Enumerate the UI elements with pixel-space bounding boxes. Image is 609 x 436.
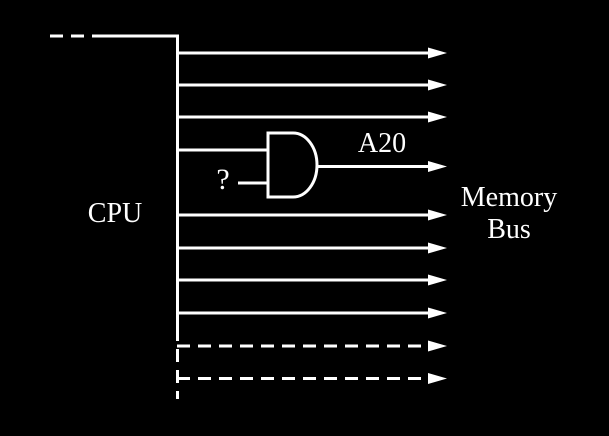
arrowhead-icon bbox=[428, 47, 447, 59]
arrowhead-icon bbox=[428, 111, 447, 123]
address-line-2 bbox=[177, 79, 447, 91]
arrowhead-icon bbox=[428, 373, 447, 384]
arrowhead-icon bbox=[428, 340, 447, 352]
address-line-8 bbox=[177, 307, 447, 319]
arrowhead-icon bbox=[428, 79, 447, 91]
question-mark-label: ? bbox=[216, 163, 230, 196]
address-line-9-dashed bbox=[177, 340, 447, 352]
a20-output-line bbox=[317, 161, 447, 172]
arrowhead-icon bbox=[428, 161, 447, 172]
cpu-label: CPU bbox=[87, 198, 143, 229]
address-line-7 bbox=[177, 274, 447, 286]
arrowhead-icon bbox=[428, 209, 447, 221]
memory-bus-label-2: Bus bbox=[487, 214, 531, 245]
arrowhead-icon bbox=[428, 274, 447, 286]
and-gate bbox=[266, 131, 319, 199]
memory-bus-label-1: Memory bbox=[460, 182, 558, 213]
address-line-1 bbox=[177, 47, 447, 59]
arrowhead-icon bbox=[428, 242, 447, 254]
address-line-10-dashed bbox=[177, 373, 447, 384]
a20-label: A20 bbox=[357, 128, 407, 159]
address-line-6 bbox=[177, 242, 447, 254]
arrowhead-icon bbox=[428, 307, 447, 319]
address-line-5 bbox=[177, 209, 447, 221]
address-line-3 bbox=[177, 111, 447, 123]
